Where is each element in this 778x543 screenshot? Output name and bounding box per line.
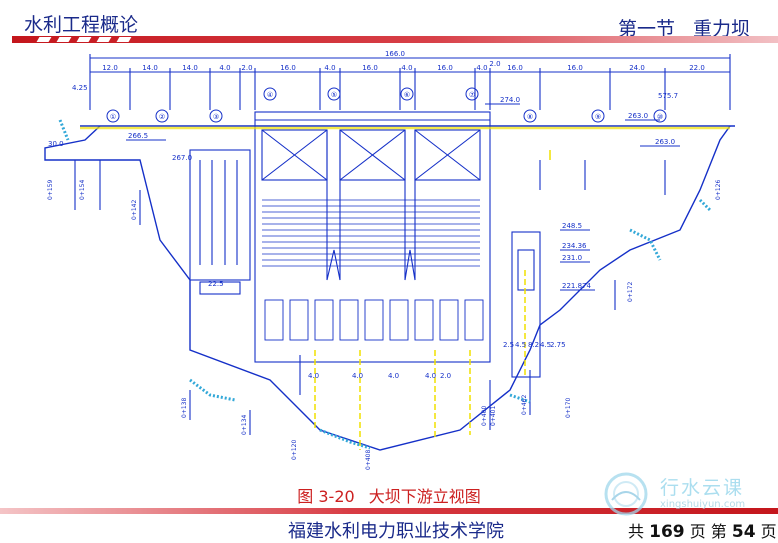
- dim-bottom-5: 2.75: [550, 341, 566, 349]
- bay-number-3: ③: [213, 113, 219, 121]
- course-title: 水利工程概论: [24, 14, 139, 36]
- dim-bottom-2: 4.5: [515, 341, 526, 349]
- figure-caption-text: 大坝下游立视图: [368, 487, 481, 506]
- dim-side-left: 30.0: [48, 140, 64, 148]
- footer-divider: [0, 508, 778, 514]
- station-9: 0+401: [490, 406, 497, 426]
- bay-number-5: ⑤: [331, 91, 337, 99]
- elev-263-a: 263.0: [628, 112, 648, 120]
- station-12: 0+172: [627, 282, 634, 302]
- dim-top-13: 2.0: [489, 60, 500, 68]
- dim-gate-2: 4.0: [352, 372, 363, 380]
- total-pages: 169: [649, 522, 685, 542]
- elev-266-5: 266.5: [128, 132, 148, 140]
- dim-gate-5: 2.0: [440, 372, 451, 380]
- figure-caption: 图 3-20 大坝下游立视图: [0, 483, 778, 507]
- current-page: 54: [731, 522, 756, 542]
- dim-gate-3: 4.0: [388, 372, 399, 380]
- bay-number-6: ⑥: [404, 91, 410, 99]
- header-divider: [12, 36, 778, 43]
- dim-bottom-3: 8.2: [528, 341, 539, 349]
- dim-top-3: 14.0: [182, 64, 198, 72]
- elev-263-b: 263.0: [655, 138, 675, 146]
- bay-number-7: ⑦: [469, 91, 475, 99]
- station-4: 0+138: [181, 398, 188, 418]
- elev-267: 267.0: [172, 154, 192, 162]
- dim-top-16: 22.0: [689, 64, 705, 72]
- dim-top-10: 16.0: [437, 64, 453, 72]
- station-5: 0+134: [241, 415, 248, 435]
- cloud-logo-icon: [604, 472, 648, 516]
- dim-lower-left: 22.5: [208, 280, 224, 288]
- station-8: 0+400: [481, 406, 488, 426]
- dim-top-12: 16.0: [507, 64, 523, 72]
- watermark-brand: 行水云课: [660, 477, 745, 499]
- station-13: 0+126: [715, 180, 722, 200]
- elev-274: 274.0: [500, 96, 520, 104]
- watermark: 行水云课 xingshuiyun.com: [598, 470, 768, 518]
- dim-top-11: 4.0: [476, 64, 487, 72]
- school-name: 福建水利电力职业技术学院: [288, 521, 504, 542]
- page-prefix: 共: [628, 522, 645, 541]
- dim-top-2: 14.0: [142, 64, 158, 72]
- dim-top-9: 4.0: [401, 64, 412, 72]
- elev-234-36: 234.36: [562, 242, 587, 250]
- page-mid: 页 第: [689, 522, 727, 541]
- section-name: 重力坝: [692, 18, 750, 40]
- page-indicator: 共 169 页 第 54 页: [628, 518, 777, 542]
- elev-right-crest: 575.7: [658, 92, 678, 100]
- section-title: 第一节重力坝: [600, 14, 750, 41]
- figure-caption-number: 图 3-20: [297, 487, 355, 506]
- dim-bottom-4: 4.5: [540, 341, 551, 349]
- station-1: 0+159: [47, 180, 54, 200]
- station-2: 0+154: [79, 180, 86, 200]
- elev-221-874: 221.874: [562, 282, 591, 290]
- station-3: 0+142: [131, 200, 138, 220]
- page-suffix: 页: [760, 522, 777, 541]
- dim-top-14: 16.0: [567, 64, 583, 72]
- dim-gate-4: 4.0: [425, 372, 436, 380]
- dim-top-5: 2.0: [241, 64, 252, 72]
- dim-bottom-1: 2.5: [503, 341, 514, 349]
- station-11: 0+170: [565, 398, 572, 418]
- dim-top-15: 24.0: [629, 64, 645, 72]
- elev-left-crest: 4.25: [72, 84, 88, 92]
- bay-number-2: ②: [159, 113, 165, 121]
- dim-gate-1: 4.0: [308, 372, 319, 380]
- dim-top-7: 4.0: [324, 64, 335, 72]
- station-6: 0+120: [291, 440, 298, 460]
- elev-231: 231.0: [562, 254, 582, 262]
- bay-number-10: ⑩: [657, 113, 663, 121]
- bay-number-9: ⑨: [595, 113, 601, 121]
- watermark-url: xingshuiyun.com: [660, 499, 746, 510]
- dim-top-4: 4.0: [219, 64, 230, 72]
- station-7: 0+408: [365, 450, 372, 470]
- dam-downstream-elevation-drawing: 166.0 12.0 14.0 14.0 4.0 2.0 16.0 4.0 16…: [44, 50, 735, 470]
- dim-top-8: 16.0: [362, 64, 378, 72]
- section-label: 第一节: [617, 18, 675, 40]
- dim-total: 166.0: [385, 50, 405, 58]
- station-10: 0+462: [521, 395, 528, 415]
- dim-top-6: 16.0: [280, 64, 296, 72]
- elev-248-5: 248.5: [562, 222, 582, 230]
- dim-top-1: 12.0: [102, 64, 118, 72]
- bay-number-4: ④: [267, 91, 273, 99]
- bay-number-1: ①: [110, 113, 116, 121]
- bay-number-8: ⑧: [527, 113, 533, 121]
